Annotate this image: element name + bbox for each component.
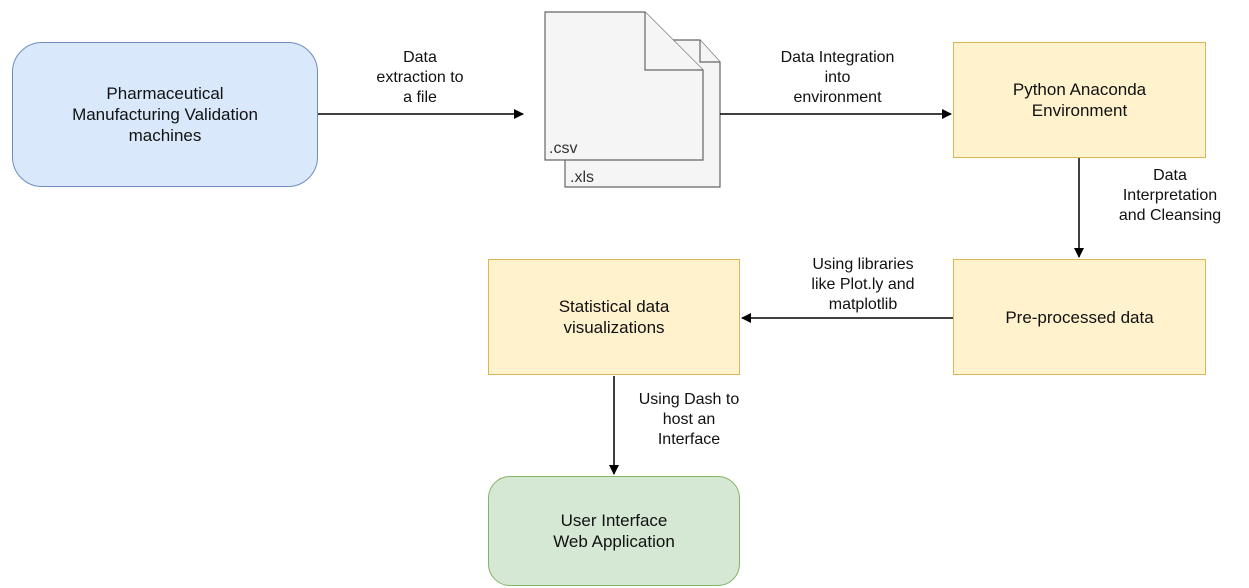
web-application-label: User Interface Web Application — [553, 511, 675, 551]
anaconda-environment-node: Python Anaconda Environment — [953, 42, 1206, 158]
file-documents-icon: .xls .csv — [544, 11, 721, 188]
dash-edge-label: Using Dash to host an Interface — [638, 391, 740, 448]
source-machines-label: Pharmaceutical Manufacturing Validation … — [72, 84, 258, 145]
interpretation-edge-label: Data Interpretation and Cleansing — [1118, 167, 1222, 224]
anaconda-environment-label: Python Anaconda Environment — [1012, 80, 1147, 120]
preprocessed-data-label: Pre-processed data — [1005, 307, 1154, 327]
preprocessed-data-node: Pre-processed data — [953, 259, 1206, 375]
xls-label: .xls — [570, 169, 594, 186]
web-application-node: User Interface Web Application — [488, 476, 740, 586]
visualizations-label: Statistical data visualizations — [558, 297, 670, 337]
csv-label: .csv — [549, 140, 577, 157]
libraries-edge-label: Using libraries like Plot.ly and matplot… — [811, 256, 915, 313]
csv-document-icon: .csv — [544, 11, 704, 161]
extraction-edge-label: Data extraction to a file — [376, 49, 464, 106]
source-machines-node: Pharmaceutical Manufacturing Validation … — [12, 42, 318, 187]
visualizations-node: Statistical data visualizations — [488, 259, 740, 375]
integration-edge-label: Data Integration into environment — [780, 49, 895, 106]
